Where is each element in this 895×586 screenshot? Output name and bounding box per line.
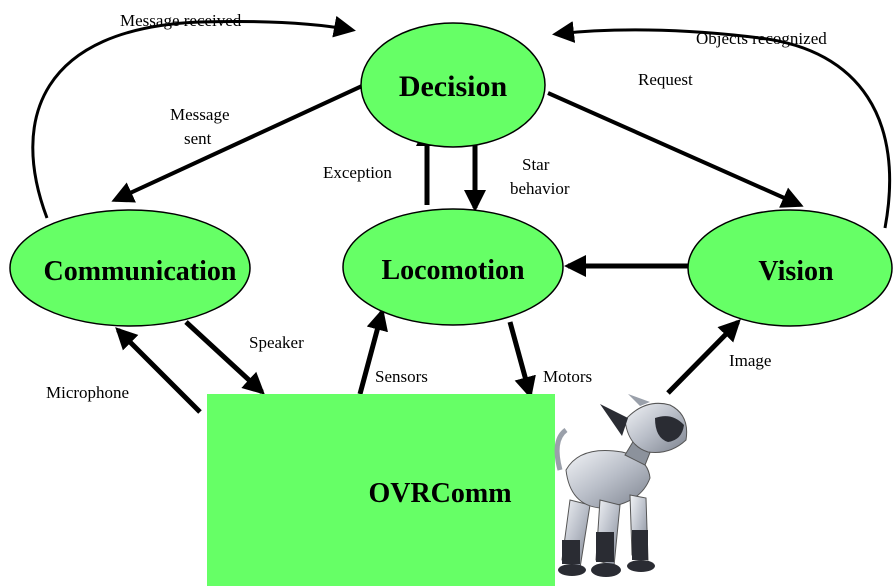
robot-dog-icon — [554, 394, 688, 577]
motors-label: Motors — [543, 367, 592, 386]
communication-node: Communication — [9, 209, 251, 327]
objects-recognized-label: Objects recognized — [696, 29, 827, 48]
message-sent-label-line1: Message — [170, 105, 229, 124]
message-received-arrow — [31, 15, 356, 219]
objects-recognized-arrow — [552, 21, 892, 229]
star-behavior-label-line1: Star — [522, 155, 550, 174]
request-arrow — [547, 91, 804, 208]
message-sent-arrow — [111, 84, 363, 203]
exception-label: Exception — [323, 163, 392, 182]
sensors-arrow — [357, 308, 388, 395]
motors-arrow — [507, 321, 536, 399]
sensors-label: Sensors — [375, 367, 428, 386]
image-arrow — [666, 319, 741, 395]
ovrcomm-label: OVRComm — [368, 478, 511, 509]
microphone-label: Microphone — [46, 383, 129, 402]
speaker-label: Speaker — [249, 333, 304, 352]
vision-label: Vision — [758, 256, 834, 287]
message-sent-label-line2: sent — [184, 129, 212, 148]
decision-node: Decision — [360, 22, 546, 148]
locomotion-label: Locomotion — [381, 255, 525, 286]
speaker-arrow — [184, 320, 265, 395]
star-behavior-label-line2: behavior — [510, 179, 570, 198]
microphone-arrow — [115, 327, 202, 414]
ovrcomm-box: OVRComm — [207, 394, 555, 586]
message-received-label: Message received — [120, 11, 242, 30]
communication-label: Communication — [44, 256, 237, 287]
locomotion-node: Locomotion — [342, 208, 564, 326]
vision-node: Vision — [687, 209, 893, 327]
decision-label: Decision — [399, 70, 508, 103]
image-label: Image — [729, 351, 771, 370]
request-label: Request — [638, 70, 693, 89]
